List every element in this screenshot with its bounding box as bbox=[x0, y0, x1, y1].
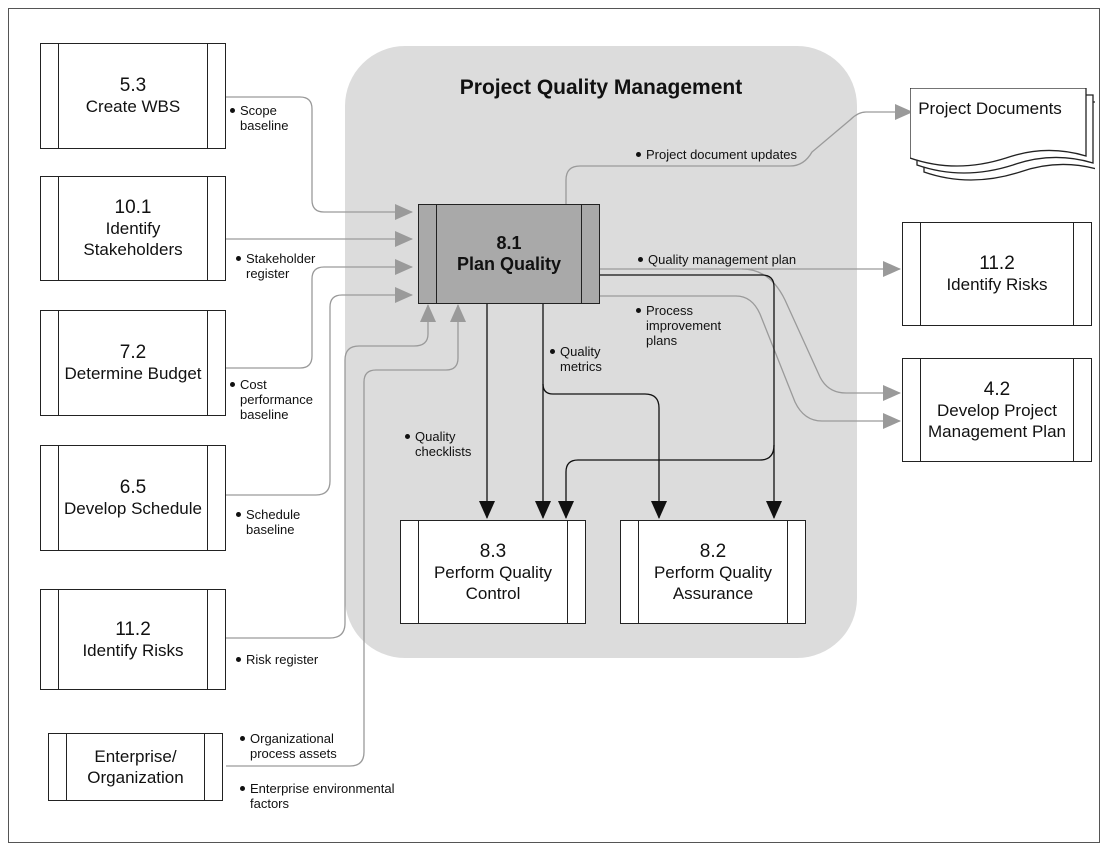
flow-schedule-baseline bbox=[226, 287, 413, 496]
process-number: 8.2 bbox=[699, 540, 727, 562]
flow-label-opa: Organizational process assets bbox=[240, 731, 360, 761]
flow-process-improvement bbox=[600, 295, 901, 429]
flow-project-document-updates bbox=[565, 104, 913, 204]
input-box-enterprise-organization[interactable]: Enterprise/ Organization bbox=[48, 733, 223, 801]
process-name: Identify Risks bbox=[82, 640, 184, 660]
flow-label-eef: Enterprise environmental factors bbox=[240, 781, 400, 811]
process-number: 11.2 bbox=[979, 253, 1015, 274]
flow-label-cost-baseline: Cost performance baseline bbox=[230, 377, 320, 422]
diagram-frame bbox=[8, 8, 1100, 843]
flow-qmp-to-8-3 bbox=[558, 444, 775, 519]
flow-opa-eef bbox=[226, 304, 466, 767]
flow-label-process-improvement-plans: Process improvement plans bbox=[636, 303, 726, 348]
documents-icon bbox=[910, 88, 1095, 181]
process-number: 11.2 bbox=[115, 618, 151, 640]
process-name: Identify Stakeholders bbox=[83, 219, 183, 259]
process-name: Plan Quality bbox=[456, 254, 562, 274]
output-project-documents[interactable]: Project Documents bbox=[918, 99, 1062, 118]
process-name: Enterprise/ Organization bbox=[87, 747, 184, 787]
flow-label-scope-baseline: Scope baseline bbox=[230, 103, 300, 133]
process-number: 7.2 bbox=[119, 342, 147, 363]
flow-label-quality-management-plan: Quality management plan bbox=[638, 252, 796, 267]
process-name: Identify Risks bbox=[946, 275, 1048, 294]
process-number: 6.5 bbox=[119, 477, 147, 498]
process-name: Perform Quality Control bbox=[433, 562, 553, 603]
flow-risk-register bbox=[226, 304, 436, 639]
process-number: 8.1 bbox=[496, 233, 522, 253]
process-name: Perform Quality Assurance bbox=[653, 562, 773, 603]
flow-label-quality-checklists: Quality checklists bbox=[405, 429, 485, 459]
process-name: Develop Project Management Plan bbox=[928, 400, 1066, 441]
flow-cost-baseline bbox=[226, 259, 413, 369]
flow-label-quality-metrics: Quality metrics bbox=[550, 344, 622, 374]
process-name: Determine Budget bbox=[64, 364, 202, 383]
process-name: Develop Schedule bbox=[64, 499, 202, 518]
process-number: 8.3 bbox=[479, 540, 507, 562]
flow-label-schedule-baseline: Schedule baseline bbox=[236, 507, 316, 537]
process-number: 4.2 bbox=[983, 378, 1011, 400]
process-name: Create WBS bbox=[85, 97, 181, 116]
flow-label-risk-register: Risk register bbox=[236, 652, 318, 667]
flow-scope-baseline bbox=[226, 96, 413, 220]
flow-qmp-to-8-2 bbox=[600, 274, 782, 519]
process-number: 10.1 bbox=[114, 197, 152, 218]
flow-qmp-to-4-2 bbox=[741, 268, 901, 401]
flow-label-project-document-updates: Project document updates bbox=[636, 147, 797, 162]
flow-metrics-to-8-2 bbox=[542, 383, 667, 519]
process-number: 5.3 bbox=[119, 75, 147, 96]
flow-label-stakeholder-register: Stakeholder register bbox=[236, 251, 326, 281]
region-title: Project Quality Management bbox=[459, 76, 743, 99]
